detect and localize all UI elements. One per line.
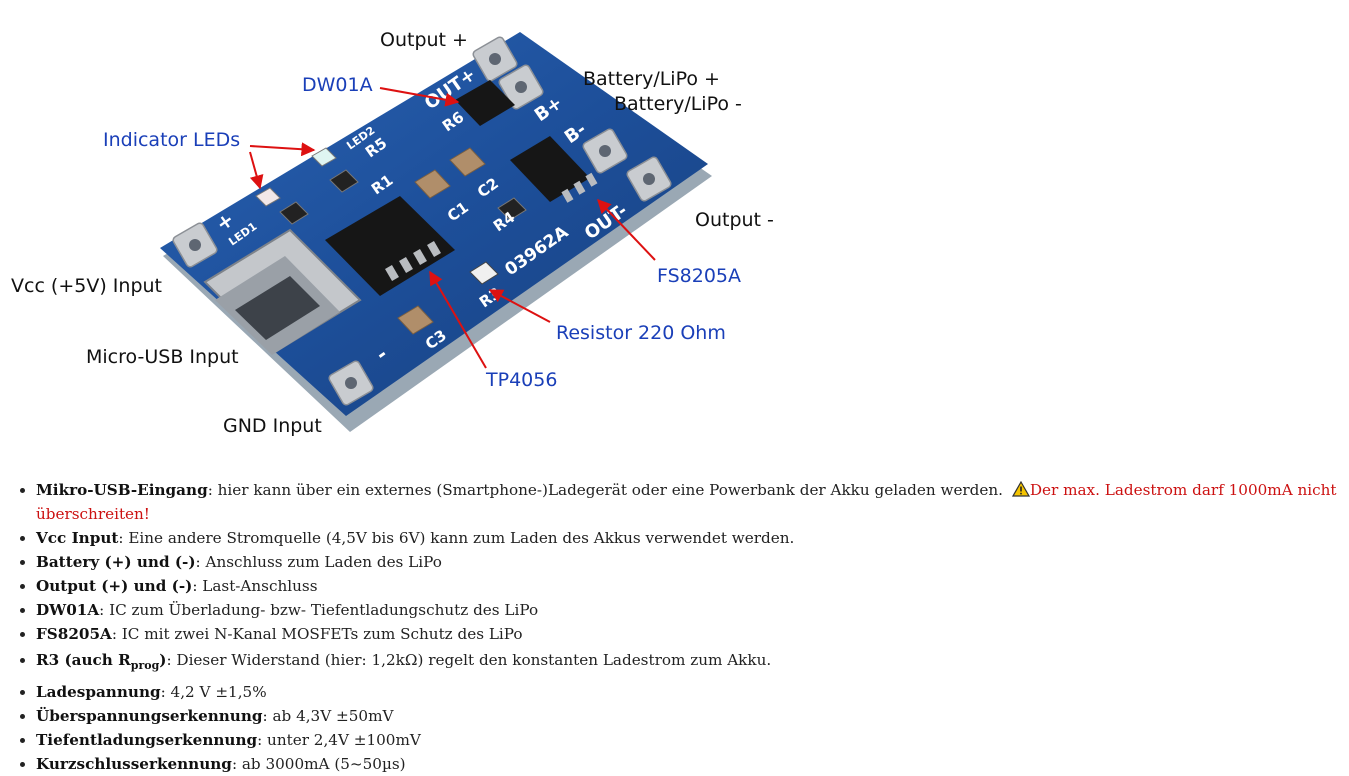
spec-text: : Last-Anschluss (192, 577, 318, 595)
annotation-arrows (249, 87, 656, 369)
list-item: Battery (+) und (-): Anschluss zum Laden… (36, 550, 1349, 574)
list-item: Tiefentladungserkennung: unter 2,4V ±100… (36, 728, 1349, 752)
spec-text: : ab 3000mA (5~50µs) (231, 755, 406, 774)
dw01a-chip (455, 80, 515, 126)
spec-term: DW01A (36, 601, 100, 619)
label-dw01a: DW01A (302, 74, 373, 96)
label-vcc-input: Vcc (+5V) Input (11, 275, 162, 297)
spec-term: FS8205A (36, 625, 112, 643)
label-indicator-leds: Indicator LEDs (103, 129, 241, 151)
label-gnd-input: GND Input (223, 415, 322, 437)
list-item: Output (+) und (-): Last-Anschluss (36, 574, 1349, 598)
spec-term: Kurzschlusserkennung (36, 755, 232, 774)
spec-text: : unter 2,4V ±100mV (257, 731, 421, 750)
list-item: FS8205A: IC mit zwei N-Kanal MOSFETs zum… (36, 622, 1349, 646)
spec-text: : IC zum Überladung- bzw- Tiefentladungs… (99, 601, 539, 619)
list-item: Überspannungserkennung: ab 4,3V ±50mV (36, 704, 1349, 728)
label-fs8205a: FS8205A (657, 265, 742, 287)
spec-term-subscript: prog (130, 659, 160, 673)
label-tp4056: TP4056 (486, 369, 558, 391)
spec-text: : ab 4,3V ±50mV (262, 707, 394, 726)
arrow-resistor (488, 289, 551, 323)
spec-term: Battery (+) und (-) (36, 553, 196, 571)
label-output-plus: Output + (380, 29, 468, 51)
list-item: Mikro-USB-Eingang: hier kann über ein ex… (36, 478, 1349, 526)
spec-text: : hier kann über ein externes (Smartphon… (207, 481, 1008, 499)
spec-text: : Dieser Widerstand (hier: 1,2kΩ) regelt… (166, 651, 772, 669)
spec-text: : Anschluss zum Laden des LiPo (195, 553, 442, 571)
arrow-tp4056 (429, 270, 487, 369)
spec-term: Output (+) und (-) (36, 577, 193, 595)
indicator-leds (255, 147, 337, 207)
fs8205a-chip (510, 136, 598, 203)
list-item: DW01A: IC zum Überladung- bzw- Tiefentla… (36, 598, 1349, 622)
warning-icon (1011, 481, 1030, 497)
list-item: Vcc Input: Eine andere Stromquelle (4,5V… (36, 526, 1349, 550)
list-item: Kurzschlusserkennung: ab 3000mA (5~50µs) (36, 752, 1349, 776)
spec-text: : 4,2 V ±1,5% (160, 683, 267, 702)
spec-list: Mikro-USB-Eingang: hier kann über ein ex… (0, 478, 1349, 776)
arrow-fs8205a (597, 198, 656, 261)
arrow-led1 (249, 151, 264, 190)
list-item: Ladespannung: 4,2 V ±1,5% (36, 680, 1349, 704)
spec-warning: Der max. Ladestrom darf 1000mA nicht übe… (36, 481, 1337, 523)
annotated-board-figure: OUT+ B+ B- OUT- LED2 LED1 R1 R3 R4 R5 R6… (11, 29, 774, 437)
label-resistor: Resistor 220 Ohm (556, 322, 726, 344)
spec-text: : IC mit zwei N-Kanal MOSFETs zum Schutz… (111, 625, 523, 643)
tp4056-chip (325, 196, 455, 296)
spec-text: : Eine andere Stromquelle (4,5V bis 6V) … (118, 529, 795, 547)
label-output-minus: Output - (695, 209, 774, 231)
label-battery-plus: Battery/LiPo + (583, 68, 720, 90)
tp4056-board-image: OUT+ B+ B- OUT- LED2 LED1 R1 R3 R4 R5 R6… (160, 32, 712, 432)
spec-term: R3 (auch Rprog) (36, 651, 167, 673)
spec-term: Überspannungserkennung (36, 707, 263, 726)
arrow-dw01a (379, 87, 460, 107)
micro-usb-connector (203, 228, 362, 355)
list-item: R3 (auch Rprog): Dieser Widerstand (hier… (36, 646, 1349, 680)
arrow-led2 (249, 142, 316, 157)
spec-term: Vcc Input (36, 529, 119, 547)
spec-term: Ladespannung (36, 683, 161, 702)
spec-term: Mikro-USB-Eingang (36, 481, 208, 499)
label-battery-minus: Battery/LiPo - (614, 93, 742, 115)
spec-term: Tiefentladungserkennung (36, 731, 258, 750)
label-micro-usb-input: Micro-USB Input (86, 346, 239, 368)
passive-components (279, 147, 527, 335)
